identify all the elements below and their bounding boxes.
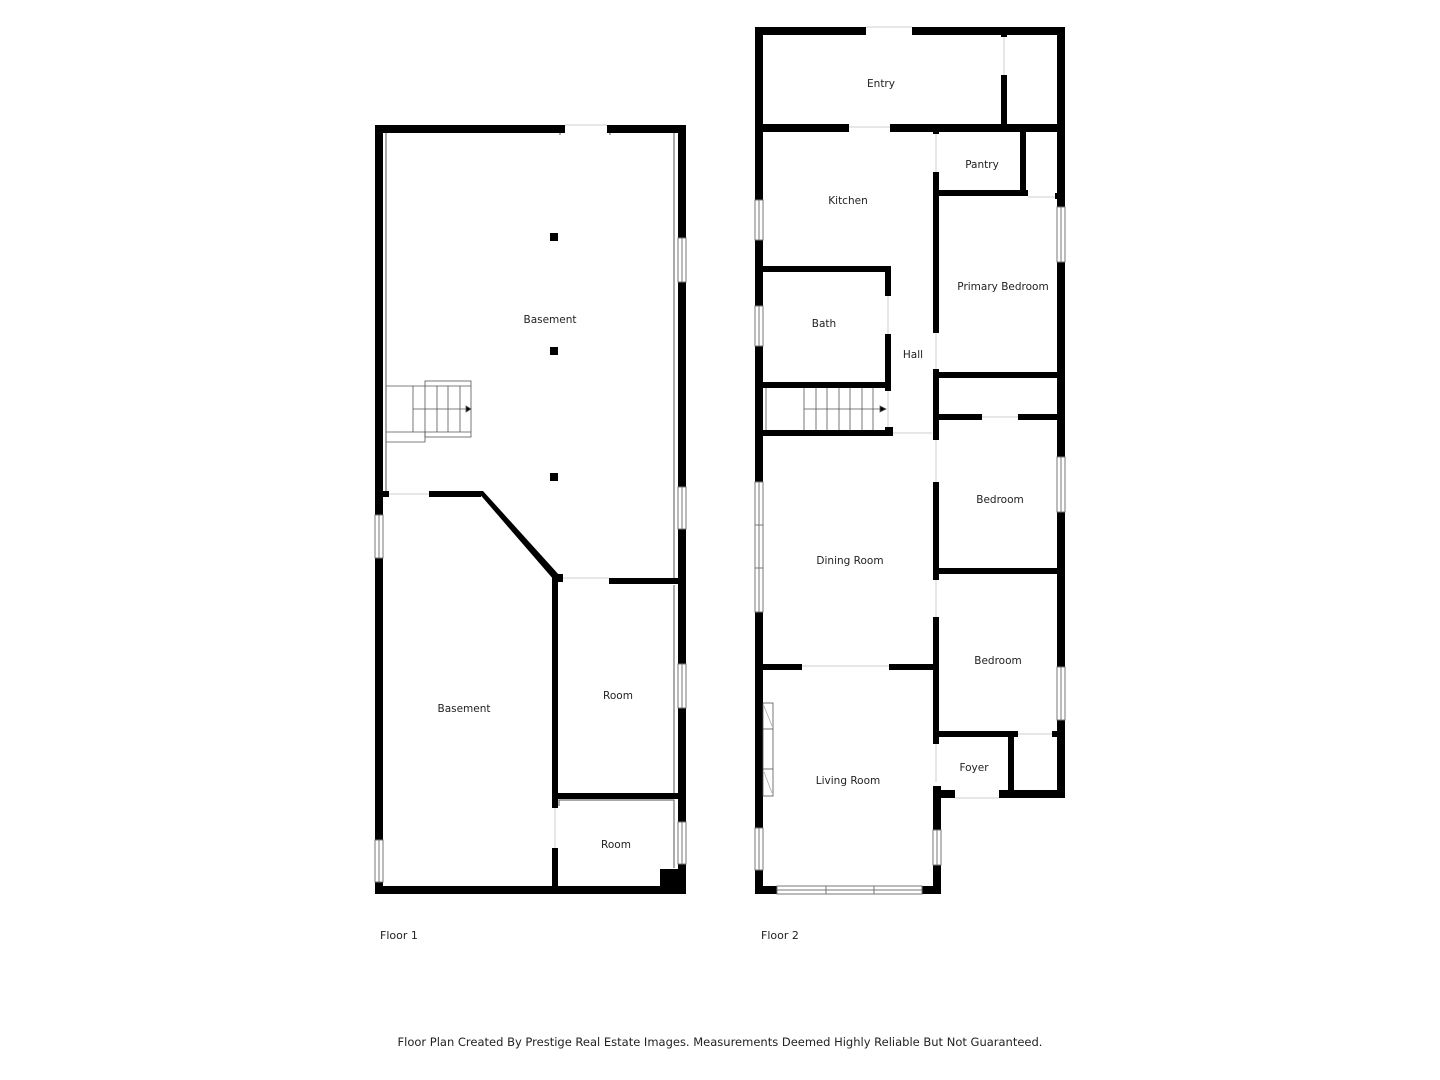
room-label-room-1: Room [603,690,633,702]
room-label-foyer: Foyer [959,762,989,774]
room-label-kitchen: Kitchen [828,195,867,207]
room-label-bedroom-2: Bedroom [974,655,1022,667]
floor-2-interior-walls [755,33,1065,798]
floor-1-windows [374,237,687,883]
room-label-basement-lower: Basement [437,703,490,715]
room-labels: Basement Basement Room Room Entry Pantry… [437,78,1048,851]
footer-disclaimer: Floor Plan Created By Prestige Real Esta… [397,1035,1043,1049]
floor-1-columns [550,233,558,481]
floor-2-plan [754,26,1066,895]
floor-2-stairs-icon [765,388,887,430]
floor-1-door-openings [389,124,609,848]
room-label-bedroom-1: Bedroom [976,494,1024,506]
fireplace-icon [762,702,774,797]
floor-2-door-openings [802,26,1057,799]
floor-1-exterior-walls [375,125,686,894]
room-label-bath: Bath [812,318,836,330]
room-label-entry: Entry [867,78,895,90]
room-label-dining-room: Dining Room [816,555,883,567]
room-label-living-room: Living Room [816,775,880,787]
floor-2-windows [754,199,1066,895]
floor-1-plan [374,124,687,894]
floor-1-interior-walls [375,491,686,892]
floor-1-stairs-icon [386,380,472,443]
room-label-pantry: Pantry [965,159,999,171]
room-label-basement-upper: Basement [523,314,576,326]
room-label-room-2: Room [601,839,631,851]
floor-2-label: Floor 2 [761,929,799,942]
room-label-hall: Hall [903,349,923,361]
floor-2-exterior-walls [755,27,1065,894]
floor-1-label: Floor 1 [380,929,418,942]
room-label-primary-bedroom: Primary Bedroom [957,281,1048,293]
